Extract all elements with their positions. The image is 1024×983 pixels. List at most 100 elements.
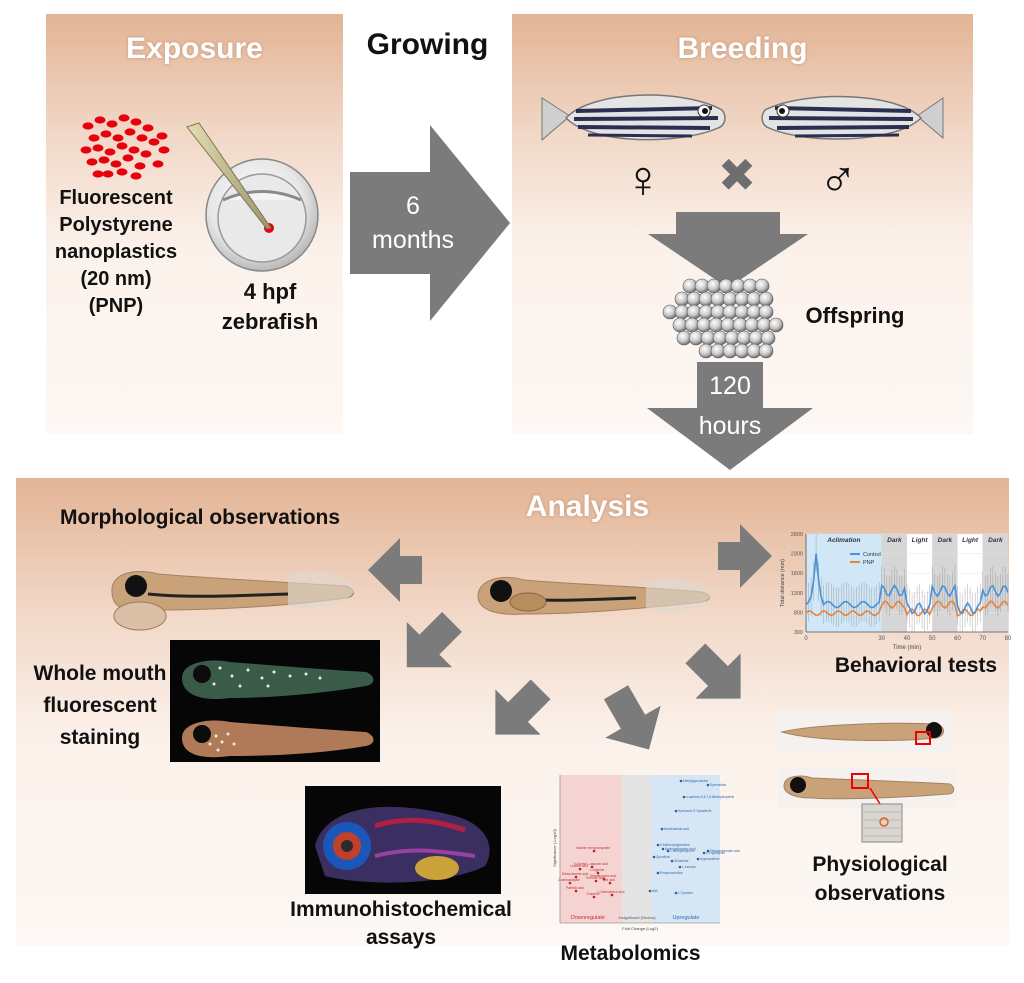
immunohistochemical-image [305, 786, 501, 894]
volcano-up-label: L-Tyrosine [678, 891, 693, 895]
growing-arrow [350, 125, 510, 321]
volcano-down-label: Linoleic acid [570, 864, 588, 868]
volcano-down-label: N-Acetyl-L-aspartic acid [574, 862, 608, 866]
volcano-up-label: IMA [652, 889, 659, 893]
volcano-up-label: Phosphocholine [660, 871, 683, 875]
arrow-to-morphology [368, 538, 422, 602]
volcano-up-label: Glutamide [674, 859, 689, 863]
phase-label: Light [962, 537, 979, 544]
nanoparticle-dot [82, 122, 94, 130]
physiology-larva-1-icon [776, 710, 952, 752]
nanoplastics-label: Fluorescent Polystyrene nanoplastics (20… [54, 187, 178, 317]
nanoparticle-dot [100, 130, 112, 138]
arrow-to-behavior [718, 524, 772, 588]
volcano-up-label: Tetrapentanoate acid [710, 849, 740, 853]
nanoparticle-dot [112, 134, 124, 142]
x-tick-label: 30 [878, 636, 885, 642]
volcano-down-label: Tetradecanoic acid [590, 874, 617, 878]
volcano-down-point [608, 881, 612, 885]
nanoparticle-cluster [80, 114, 170, 180]
phase-label: Dark [988, 537, 1003, 544]
y-tick-label: 800 [794, 610, 803, 616]
volcano-up-label: Hydroxido 3'-Sphalinide [678, 809, 712, 813]
volcano-up-point [661, 847, 665, 851]
morphology-larva-icon [111, 571, 356, 631]
volcano-up-point [666, 849, 670, 853]
embryo-label: 4 hpf zebrafish [221, 279, 319, 334]
nanoparticle-dot [156, 132, 168, 140]
growing-title: Growing [366, 28, 489, 61]
embryo-injection-icon [186, 122, 319, 272]
nanoparticle-dot [92, 170, 104, 178]
male-symbol: ♂ [818, 151, 858, 209]
nanoparticle-dot [140, 150, 152, 158]
offspring-arrow-label: 120 hours [698, 372, 762, 440]
growing-arrow-label: 6 months [372, 192, 454, 254]
volcano-up-label: L-Tryptophan [706, 851, 725, 855]
arrow-to-fluorescence [406, 612, 462, 668]
volcano-up-point [674, 891, 678, 895]
nanoparticle-dot [116, 168, 128, 176]
volcano-down-label: L-Homoserine acid [598, 890, 625, 894]
y-axis-label: Total distance (mm) [780, 559, 786, 607]
volcano-up-point [670, 859, 674, 863]
volcano-up-label: Nicotinamide acid [664, 827, 689, 831]
volcano-up-label: Methylglyoxalcine [683, 779, 708, 783]
volcano-up-point [696, 857, 700, 861]
morphological-label: Morphological observations [60, 506, 341, 529]
offspring-egg [768, 317, 784, 333]
offspring-egg [758, 343, 774, 359]
nanoparticle-dot [152, 160, 164, 168]
female-zebrafish-icon [541, 94, 726, 142]
volcano-up-point [674, 809, 678, 813]
volcano-up-point [706, 849, 710, 853]
nanoparticle-dot [80, 146, 92, 154]
volcano-down-point [592, 895, 596, 899]
volcano-down-point [574, 889, 578, 893]
phase-label: Dark [887, 537, 902, 544]
volcano-up-label: L-Leucine [682, 865, 696, 869]
nanoparticle-dot [118, 114, 130, 122]
physiological-label: Physiological observations [812, 853, 948, 905]
heart-zoom-inset [861, 787, 903, 843]
x-tick-label: 80 [1005, 636, 1012, 642]
volcano-down-point [610, 893, 614, 897]
nanoparticle-dot [88, 134, 100, 142]
volcano-down-point [568, 881, 572, 885]
nanoparticle-dot [136, 134, 148, 142]
exposure-title: Exposure [126, 32, 263, 65]
volcano-down-label: 2-aminoadipate [558, 878, 580, 882]
volcano-up-point [702, 851, 706, 855]
volcano-up-point [660, 827, 664, 831]
volcano-down-point [578, 867, 582, 871]
x-tick-label: 70 [979, 636, 986, 642]
center-larva-icon [477, 576, 712, 615]
offspring-label: Offspring [805, 303, 905, 328]
volcano-down-label: Threonic acid [585, 876, 604, 880]
analysis-title: Analysis [525, 490, 650, 523]
immunohistochemical-label: Immunohistochemical assays [290, 898, 512, 949]
x-axis-label: Time (min) [893, 645, 921, 651]
breeding-down-arrow [648, 212, 808, 288]
volcano-ylabel: Significance (-Log10) [552, 828, 557, 866]
nanoparticle-dot [106, 120, 118, 128]
volcano-up-label: n-carboxy-5,6,7,8-tetrahydropterin [686, 795, 734, 799]
volcano-down-point [594, 879, 598, 883]
offspring-down-arrow [647, 362, 813, 470]
volcano-down-point [592, 849, 596, 853]
volcano-down-label: Bile acid [603, 878, 615, 882]
x-tick-label: 0 [804, 636, 808, 642]
nanoparticle-dot [104, 148, 116, 156]
volcano-up-label: Hypoxanthine [700, 857, 720, 861]
nanoparticle-dot [122, 154, 134, 162]
volcano-up-point [656, 843, 660, 847]
x-tick-label: 40 [904, 636, 911, 642]
volcano-xlabel: Fold Change (Log2) [622, 926, 658, 931]
volcano-up-label: Aminoglutaramic acid [665, 847, 696, 851]
volcano-region-up: Upregulate [673, 915, 700, 921]
nanoparticle-dot [158, 146, 170, 154]
behavioral-label: Behavioral tests [834, 654, 998, 677]
nanoparticle-dot [86, 158, 98, 166]
phase-label: Dark [938, 537, 953, 544]
physiology-larva-2-icon [778, 768, 956, 808]
